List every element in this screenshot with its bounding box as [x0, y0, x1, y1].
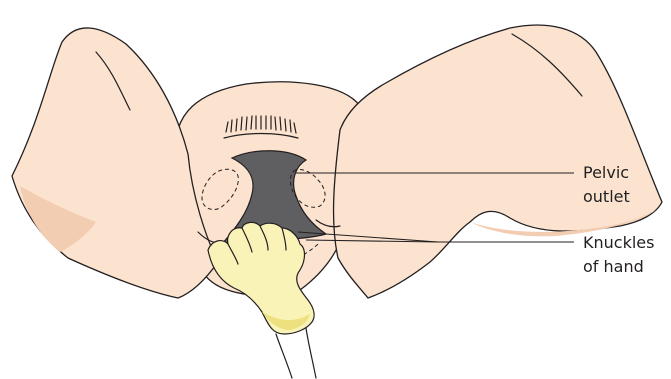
- pelvic-outlet-label-line-2: outlet: [583, 187, 630, 206]
- knuckles-of-hand-label: Knuckles of hand: [583, 233, 660, 276]
- forearm: [276, 328, 316, 378]
- knuckles-of-hand-label-line-2: of hand: [583, 257, 644, 276]
- left-thigh: [12, 28, 218, 298]
- knuckles-of-hand-label-line-1: Knuckles: [583, 233, 654, 252]
- pelvic-outlet-label-line-1: Pelvic: [583, 163, 629, 182]
